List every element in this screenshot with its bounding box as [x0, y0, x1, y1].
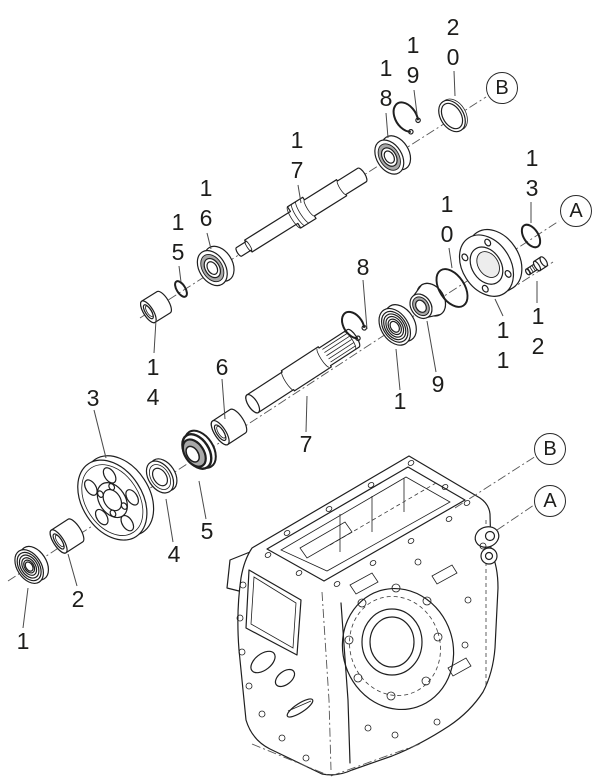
part-label-7: 7 [299, 431, 313, 457]
part-label-11: 1 1 [496, 317, 510, 373]
top-shaft-assembly [139, 98, 468, 324]
part-label-9: 9 [431, 371, 445, 397]
part-15-ring [174, 280, 188, 298]
left-face-bolt-holes [236, 581, 310, 762]
part-12-bolt [524, 256, 549, 276]
part-8-snap-ring [341, 310, 368, 342]
gearbox-housing [226, 455, 500, 777]
part-3-carrier [77, 455, 155, 541]
part-label-4: 4 [167, 541, 181, 567]
part-label-20: 2 0 [446, 14, 460, 70]
ref-marker-b-housing: B [534, 433, 566, 465]
part-label-19: 1 9 [406, 32, 420, 88]
part-6-collar [210, 408, 248, 446]
part-2-bushing [49, 518, 85, 554]
part-4-bearing-washer [145, 458, 178, 494]
part-20-ring [438, 98, 468, 133]
bottom-shaft-assembly [14, 223, 549, 584]
part-label-17: 1 7 [290, 127, 304, 183]
flange-bolt-holes [264, 460, 471, 587]
part-14-bushing [139, 290, 172, 324]
part-11-bearing-flange [458, 228, 523, 297]
part-label-13: 1 3 [525, 145, 539, 201]
part-17-input-shaft [235, 167, 368, 257]
part-5-seal-ring [181, 429, 217, 470]
ref-marker-a-housing: A [534, 485, 566, 517]
part-label-12: 1 2 [531, 303, 545, 359]
part-label-15: 1 5 [171, 209, 185, 265]
housing-ref-leaders [454, 455, 537, 531]
part-label-8: 8 [356, 254, 370, 280]
part-label-16: 1 6 [199, 175, 213, 231]
part-1-bearing-left [14, 545, 50, 584]
part-label-18: 1 8 [379, 55, 393, 111]
part-label-10: 1 0 [440, 191, 454, 247]
part-label-2: 2 [71, 586, 85, 612]
right-face-bolt-holes [364, 558, 472, 739]
part-18-bearing [374, 135, 412, 175]
part-10-o-ring [435, 268, 469, 308]
part-label-14: 1 4 [146, 354, 160, 410]
part-label-3: 3 [86, 385, 100, 411]
ref-marker-a-top: A [560, 195, 592, 227]
part-19-snap-ring [392, 101, 421, 135]
right-flange-bolt-holes [344, 583, 443, 701]
leader-lines [22, 70, 538, 629]
part-16-bearing [196, 245, 235, 287]
part-7-pto-shaft [245, 328, 361, 414]
part-9-seal [409, 282, 447, 320]
part-label-6: 6 [215, 354, 229, 380]
part-label-1-left: 1 [16, 628, 30, 654]
part-1-bearing-right [378, 304, 417, 346]
part-label-5: 5 [200, 518, 214, 544]
part-label-1-right: 1 [393, 388, 407, 414]
ref-marker-b-top: B [486, 72, 518, 104]
part-13-o-ring [520, 223, 542, 249]
